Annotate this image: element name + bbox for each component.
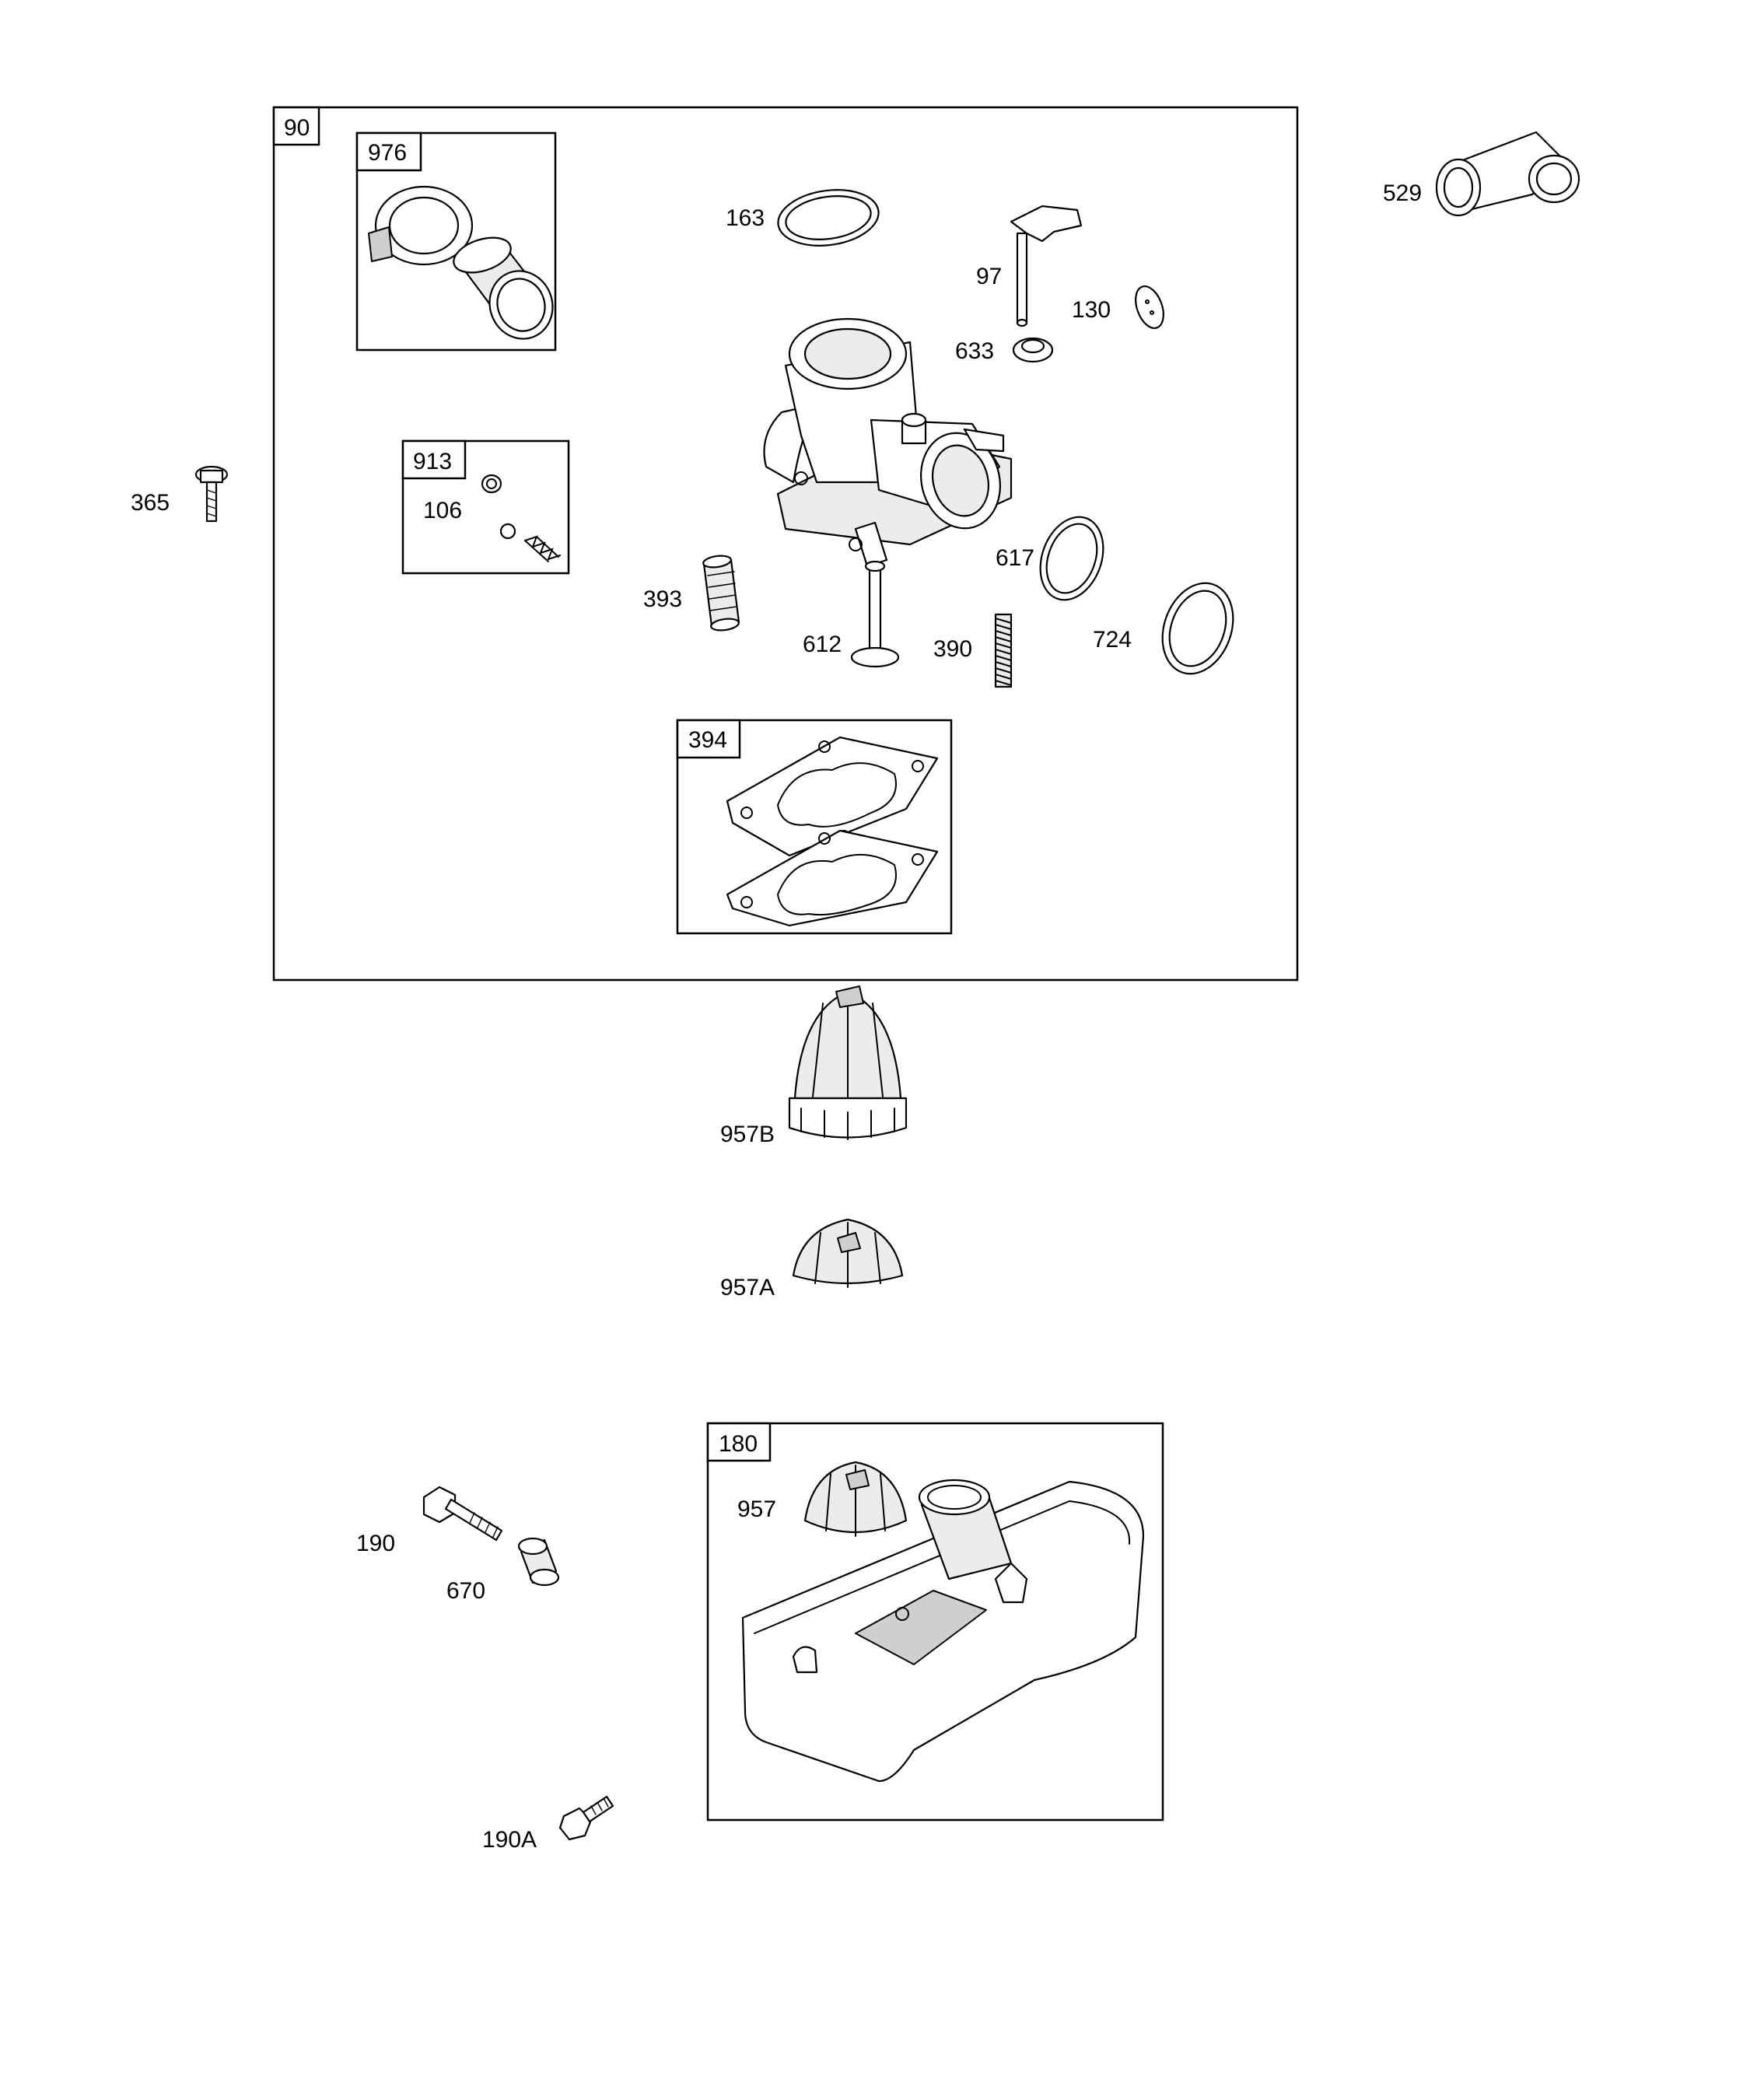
group-976-frame [355, 131, 557, 352]
group-394-tag [676, 719, 741, 759]
ball-icon [499, 523, 516, 540]
callout-390: 390 [933, 636, 972, 662]
throttle-shaft-icon [1010, 205, 1083, 327]
callout-163: 163 [726, 205, 765, 231]
elbow-529-icon [1435, 131, 1580, 217]
callout-957: 957 [737, 1496, 776, 1522]
gasket-163-icon [777, 189, 880, 247]
callout-393: 393 [643, 586, 682, 612]
fuel-cap-957A-icon [792, 1218, 904, 1288]
fuel-cap-957B-icon [788, 985, 908, 1140]
callout-957B: 957B [720, 1122, 775, 1147]
collar-part-icon [368, 185, 474, 266]
callout-529: 529 [1383, 180, 1422, 206]
callout-617: 617 [996, 545, 1034, 571]
callout-130: 130 [1072, 297, 1111, 323]
group-913-tag [401, 439, 467, 480]
group-90-tag [272, 106, 320, 146]
sleeve-part-icon [453, 236, 554, 340]
callout-190: 190 [356, 1531, 395, 1556]
spacer-670-icon [517, 1537, 560, 1587]
callout-106: 106 [423, 498, 462, 523]
fuel-cap-957-icon [803, 1461, 908, 1537]
group-180-label: 180 [719, 1431, 758, 1457]
bolt-190A-icon [558, 1795, 614, 1841]
gasket-617-icon [1039, 516, 1104, 601]
spring-913-icon [524, 535, 561, 562]
group-394: 394 [676, 719, 953, 935]
gasket-724-icon [1161, 582, 1234, 675]
callout-365: 365 [131, 490, 170, 516]
group-90-label: 90 [284, 115, 310, 141]
seal-633-icon [1012, 337, 1054, 363]
callout-724: 724 [1093, 627, 1132, 653]
callout-612: 612 [803, 632, 842, 657]
group-180-frame [706, 1422, 1164, 1822]
group-90-frame [272, 106, 1299, 982]
group-976-tag [355, 131, 422, 172]
group-913-label: 913 [413, 449, 452, 474]
callout-633: 633 [955, 338, 994, 364]
group-976-label: 976 [368, 140, 407, 166]
gasket-upper-icon [726, 736, 939, 857]
callout-670: 670 [446, 1578, 485, 1604]
group-913-frame [401, 439, 570, 575]
bolt-190-icon [422, 1486, 503, 1542]
gasket-lower-icon [726, 829, 939, 927]
callout-97: 97 [976, 264, 1002, 289]
callout-190A: 190A [482, 1827, 537, 1853]
group-913: 913 106 [401, 439, 570, 575]
group-180: 180 [706, 1422, 1164, 1822]
screw-365-icon [194, 465, 229, 523]
spring-390-icon [994, 613, 1013, 688]
group-180-tag [706, 1422, 772, 1462]
throttle-plate-icon [1135, 285, 1164, 329]
seat-106-icon [481, 474, 502, 494]
filter-393-icon [702, 555, 740, 632]
bowl-nut-icon [850, 560, 900, 668]
carburetor-body-icon [763, 317, 1013, 568]
callout-957A: 957A [720, 1275, 775, 1300]
group-976: 976 [355, 131, 557, 352]
group-394-frame [676, 719, 953, 935]
fuel-tank-icon [741, 1479, 1145, 1783]
group-394-label: 394 [688, 727, 727, 753]
group-90: 90 [272, 106, 1299, 982]
